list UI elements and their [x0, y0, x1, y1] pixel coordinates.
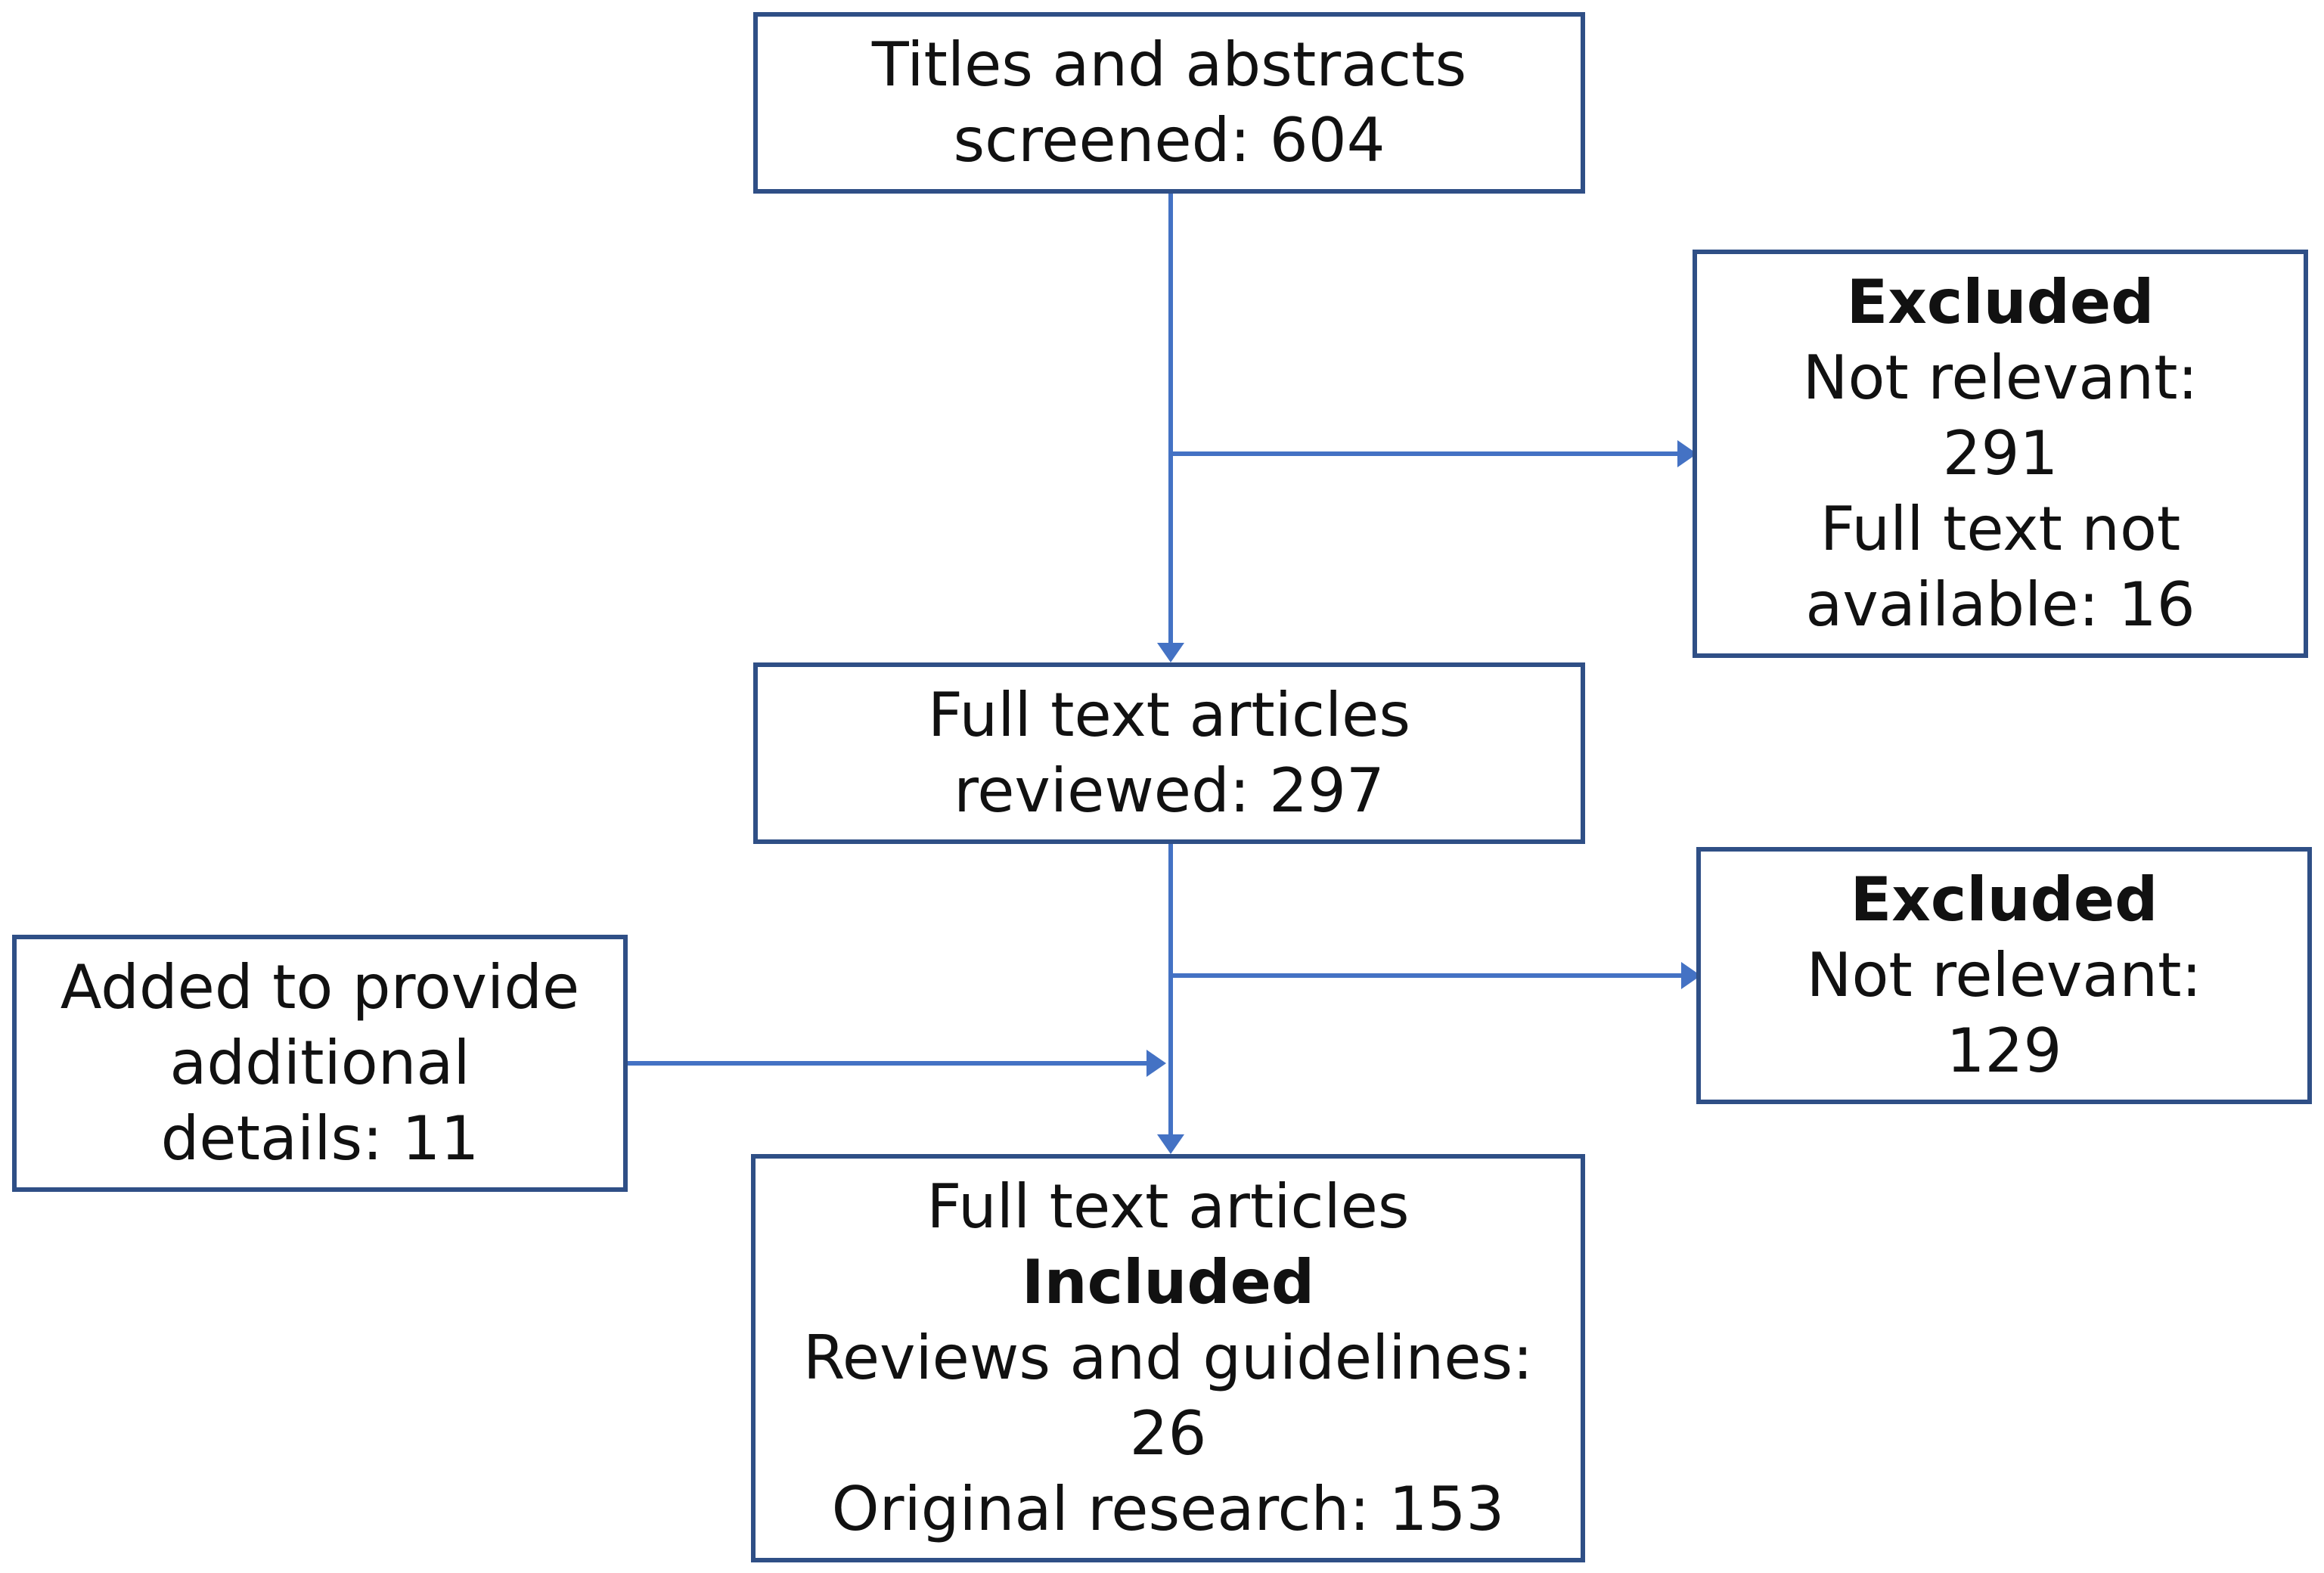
included-heading: Included: [1021, 1247, 1315, 1317]
arrowhead-excluded-second: [1681, 962, 1701, 989]
excluded-first-line-4: available: 16: [1805, 569, 2195, 640]
arrowhead-reviewed: [1157, 643, 1184, 662]
added-line-2: additional: [169, 1028, 470, 1098]
included-line-3: 26: [1129, 1398, 1207, 1469]
added-line-1: Added to provide: [60, 952, 580, 1022]
added-box: Added to provide additional details: 11: [12, 935, 628, 1192]
excluded-first-line-3: Full text not: [1820, 494, 2181, 564]
added-line-3: details: 11: [160, 1103, 479, 1174]
excluded-first-line-2: 291: [1942, 418, 2059, 489]
excluded-second-box: Excluded Not relevant: 129: [1696, 847, 2312, 1104]
screened-box: Titles and abstracts screened: 604: [753, 12, 1585, 194]
reviewed-box: Full text articles reviewed: 297: [753, 662, 1585, 844]
screened-line-2: screened: 604: [953, 105, 1385, 175]
excluded-first-box: Excluded Not relevant: 291 Full text not…: [1693, 250, 2308, 658]
included-line-2: Reviews and guidelines:: [802, 1323, 1534, 1393]
arrowhead-included: [1157, 1134, 1184, 1154]
excluded-first-heading: Excluded: [1846, 267, 2155, 337]
screened-line-1: Titles and abstracts: [871, 29, 1467, 100]
included-box: Full text articles Included Reviews and …: [751, 1154, 1585, 1562]
included-line-1: Full text articles: [926, 1171, 1410, 1242]
arrowhead-added: [1146, 1050, 1166, 1077]
arrowhead-excluded-first: [1677, 440, 1697, 467]
reviewed-line-2: reviewed: 297: [954, 755, 1385, 826]
reviewed-line-1: Full text articles: [927, 680, 1411, 750]
included-line-4: Original research: 153: [831, 1474, 1505, 1544]
excluded-first-line-1: Not relevant:: [1802, 343, 2198, 413]
excluded-second-heading: Excluded: [1850, 864, 2158, 935]
excluded-second-line-2: 129: [1946, 1016, 2062, 1086]
excluded-second-line-1: Not relevant:: [1806, 940, 2202, 1010]
